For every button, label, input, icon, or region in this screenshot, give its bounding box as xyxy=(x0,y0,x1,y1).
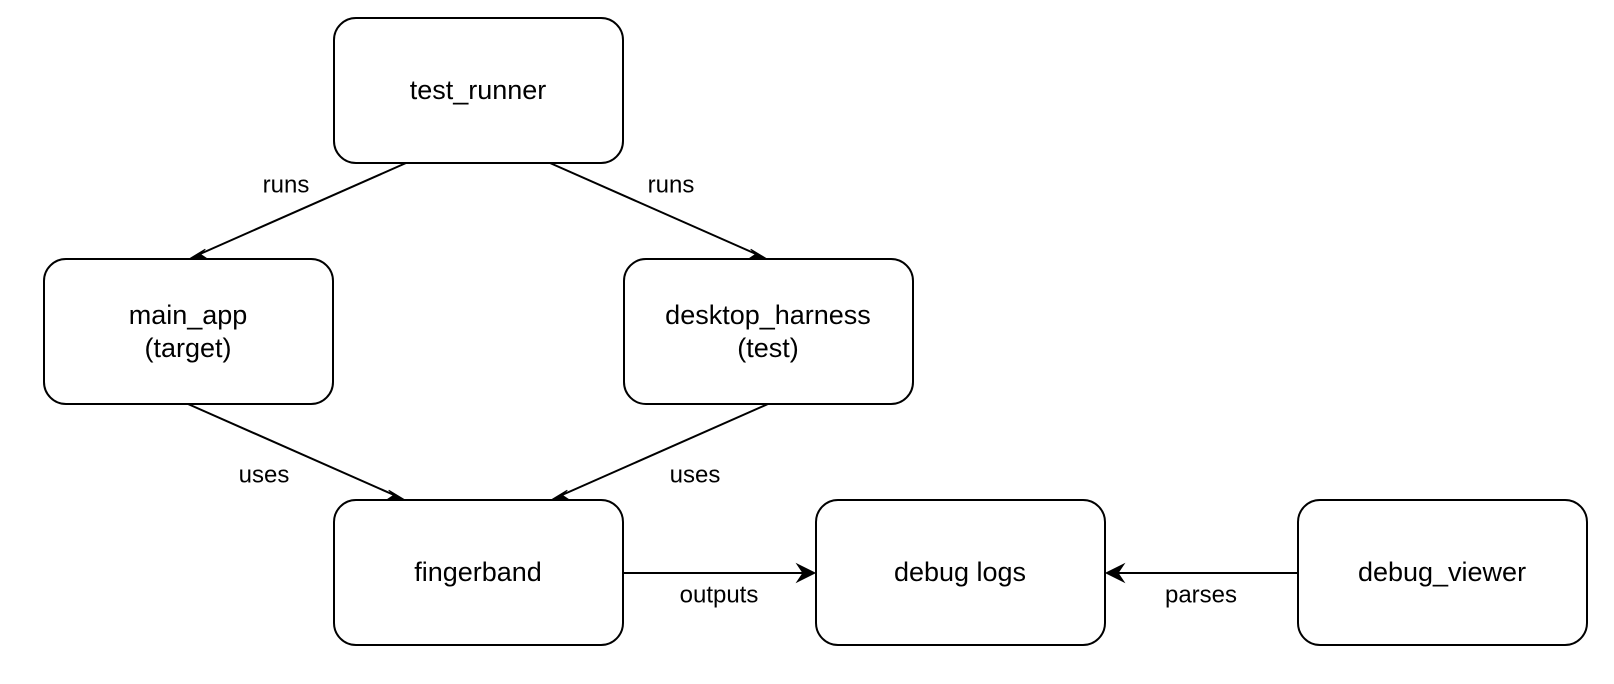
node-main-app: main_app (target) xyxy=(43,258,334,405)
node-label-main-app: main_app xyxy=(129,300,248,330)
edge-label-runs-1: runs xyxy=(263,171,310,198)
edge-test-runner-to-main-app: runs xyxy=(187,162,407,262)
edge-fingerband-to-debug-logs: outputs xyxy=(624,562,817,608)
node-fingerband: fingerband xyxy=(333,499,624,646)
edge-label-uses-2: uses xyxy=(670,461,721,488)
node-desktop-harness: desktop_harness (test) xyxy=(623,258,914,405)
edge-label-runs-2: runs xyxy=(648,171,695,198)
node-debug-logs: debug logs xyxy=(815,499,1106,646)
edge-label-uses-1: uses xyxy=(239,461,290,488)
node-sublabel-desktop-harness: (test) xyxy=(737,333,799,363)
edge-debug-viewer-to-debug-logs: parses xyxy=(1104,562,1297,608)
node-test-runner: test_runner xyxy=(333,17,624,164)
node-label-fingerband: fingerband xyxy=(414,557,542,587)
edge-label-outputs: outputs xyxy=(680,581,759,608)
node-label-debug-logs: debug logs xyxy=(894,557,1026,587)
edge-main-app-to-fingerband: uses xyxy=(187,403,407,503)
edge-desktop-harness-to-fingerband: uses xyxy=(549,403,769,503)
node-debug-viewer: debug_viewer xyxy=(1297,499,1588,646)
node-label-test-runner: test_runner xyxy=(410,75,547,105)
edge-test-runner-to-desktop-harness: runs xyxy=(549,162,769,262)
node-label-debug-viewer: debug_viewer xyxy=(1358,557,1526,587)
edge-label-parses: parses xyxy=(1165,581,1237,608)
node-sublabel-main-app: (target) xyxy=(144,333,231,363)
node-label-desktop-harness: desktop_harness xyxy=(665,300,871,330)
